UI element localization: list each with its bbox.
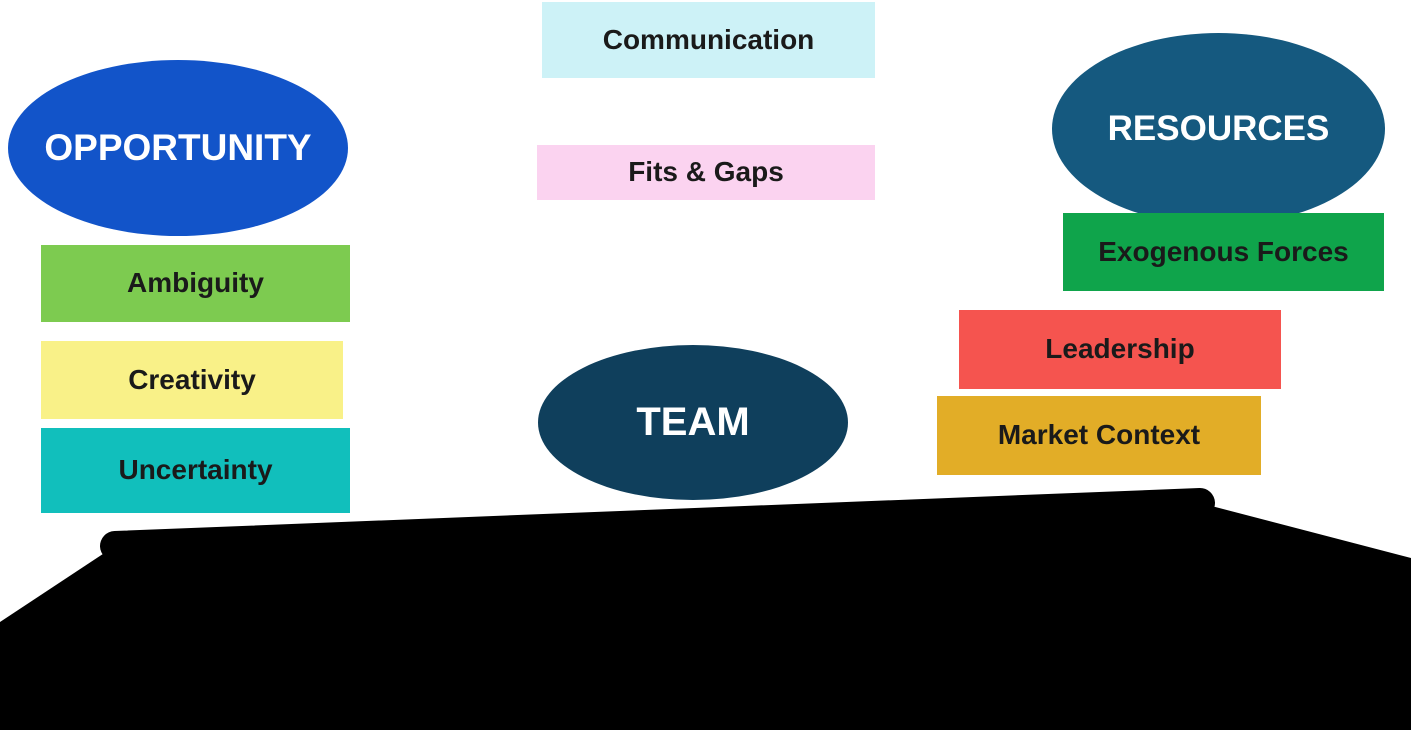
- leadership-box: Leadership: [959, 310, 1281, 389]
- opportunity-ellipse: OPPORTUNITY: [8, 60, 348, 236]
- uncertainty-box: Uncertainty: [41, 428, 350, 513]
- ground-shape: [0, 503, 1411, 730]
- fits-and-gaps-box: Fits & Gaps: [537, 145, 875, 200]
- team-ellipse: TEAM: [538, 345, 848, 500]
- communication-box: Communication: [542, 2, 875, 78]
- market-context-box: Market Context: [937, 396, 1261, 475]
- ambiguity-box: Ambiguity: [41, 245, 350, 322]
- exogenous-forces-box: Exogenous Forces: [1063, 213, 1384, 291]
- creativity-box: Creativity: [41, 341, 343, 419]
- resources-ellipse: RESOURCES: [1052, 33, 1385, 225]
